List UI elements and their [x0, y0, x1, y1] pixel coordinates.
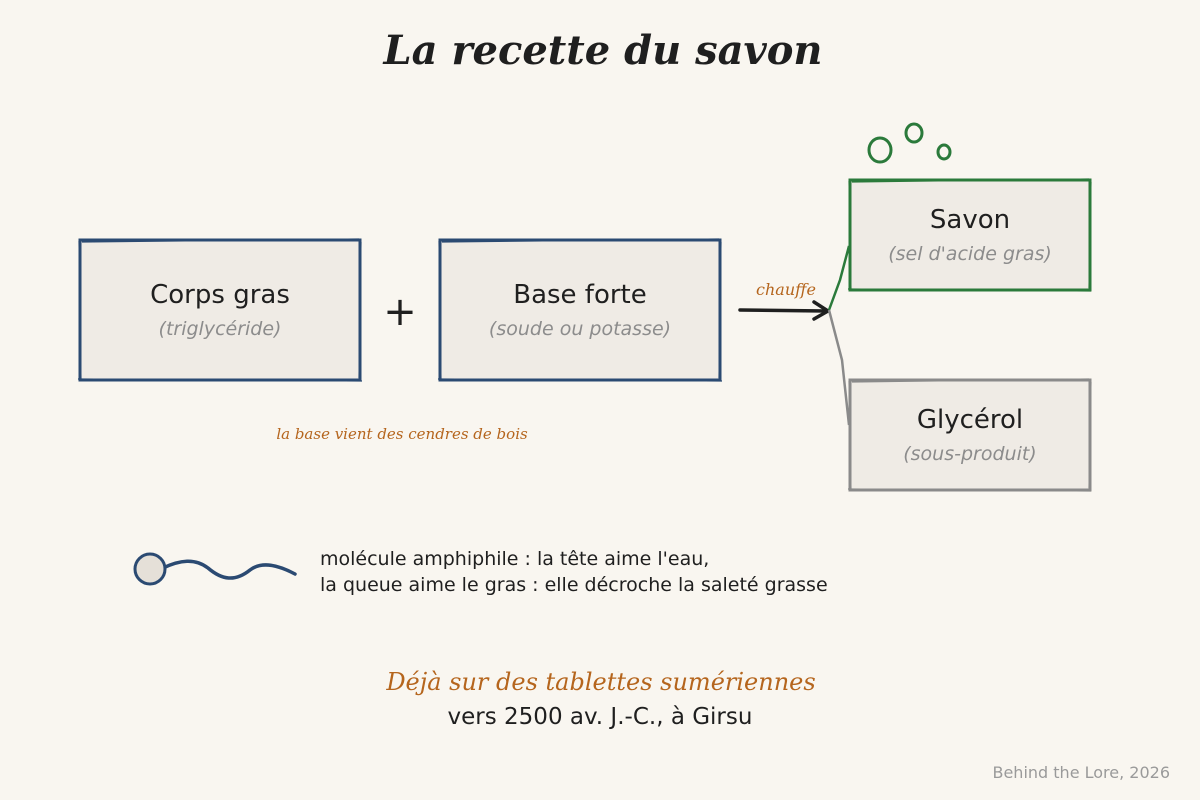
output-glycerol-label: Glycérol: [917, 405, 1023, 435]
history-headline: Déjà sur des tablettes sumériennes: [385, 668, 815, 696]
base-note: la base vient des cendres de bois: [276, 425, 528, 443]
connector-to-savon: [827, 245, 851, 311]
input-base-sublabel: (soude ou potasse): [489, 318, 671, 340]
molecule-caption-line-2: la queue aime le gras : elle décroche la…: [320, 574, 828, 596]
heat-arrow: chauffe: [738, 280, 830, 321]
diagram-title: La recette du savon: [382, 27, 822, 74]
input-base-label: Base forte: [513, 280, 647, 310]
output-savon-label: Savon: [930, 205, 1010, 235]
output-savon-sublabel: (sel d'acide gras): [888, 243, 1052, 265]
plus-sign: +: [383, 289, 417, 335]
output-glycerol-sublabel: (sous-produit): [903, 443, 1036, 465]
input-fat-sublabel: (triglycéride): [159, 318, 282, 340]
output-box-glycerol: Glycérol (sous-produit): [847, 378, 1092, 492]
input-fat-label: Corps gras: [150, 280, 290, 310]
credit: Behind the Lore, 2026: [992, 763, 1170, 782]
connector-to-glycerol: [827, 309, 851, 426]
bubbles-icon: [867, 122, 952, 164]
history-detail: vers 2500 av. J.-C., à Girsu: [448, 704, 753, 730]
input-box-fat: Corps gras (triglycéride): [77, 238, 363, 382]
output-box-savon: Savon (sel d'acide gras): [847, 178, 1092, 292]
input-box-base: Base forte (soude ou potasse): [437, 238, 723, 382]
molecule-caption-line-1: molécule amphiphile : la tête aime l'eau…: [320, 548, 709, 570]
arrow-label: chauffe: [756, 280, 816, 299]
amphiphile-molecule-icon: [133, 552, 297, 586]
